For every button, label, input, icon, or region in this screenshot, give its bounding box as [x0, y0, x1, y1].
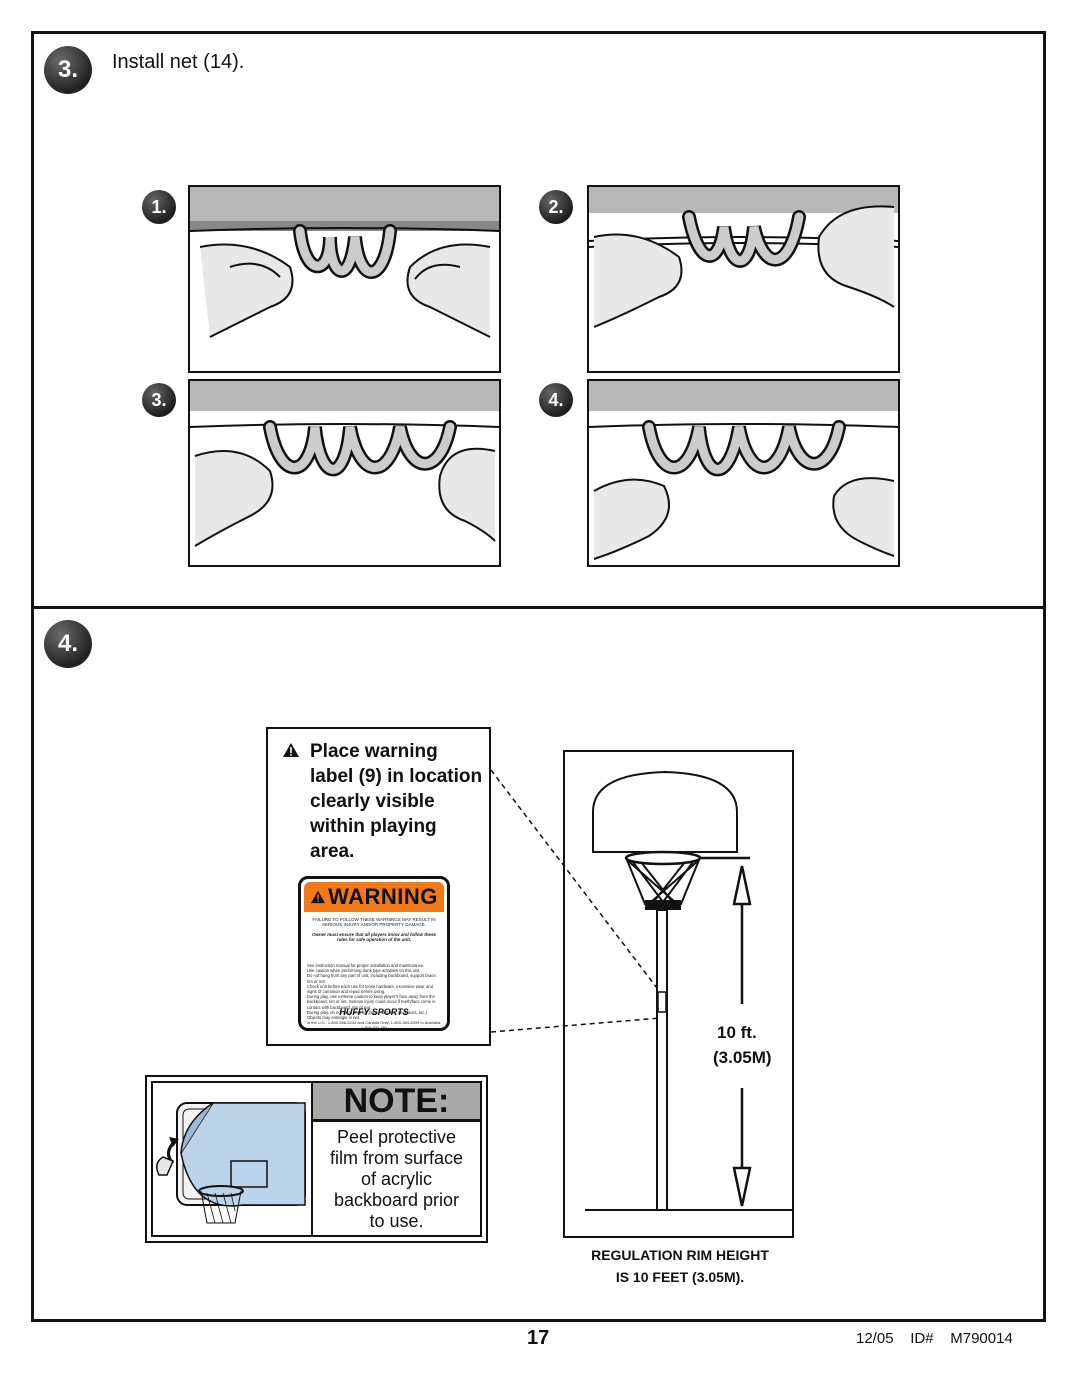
substep-3-number: 3.: [142, 383, 176, 417]
net-install-panel-3: [188, 379, 501, 567]
warning-items: See instruction manual for proper instal…: [307, 963, 441, 1020]
substep-4-number: 4.: [539, 383, 573, 417]
document-id: 12/05 ID# M790014: [856, 1330, 1013, 1347]
section-divider: [31, 606, 1046, 609]
note-line: film from surface: [329, 1148, 464, 1168]
backboard-film-illustration: [153, 1083, 313, 1235]
net-install-panel-1: [188, 185, 501, 373]
step-3-title: Install net (14).: [112, 51, 245, 73]
net-hooking-illustration: [589, 187, 898, 328]
basketball-hoop-illustration: [585, 770, 792, 1211]
substep-1-number: 1.: [142, 190, 176, 224]
backboard-peel-icon: [156, 1102, 306, 1224]
footer-id-label: ID#: [910, 1330, 934, 1347]
warning-line-1: FAILURE TO FOLLOW THESE WARNINGS MAY RES…: [312, 917, 436, 928]
rim-height-meters: (3.05M): [713, 1048, 772, 1067]
footer-date: 12/05: [856, 1330, 894, 1347]
rim-height-caption: REGULATION RIM HEIGHT IS 10 FEET (3.05M)…: [540, 1244, 820, 1288]
footer-id-value: M790014: [950, 1330, 1013, 1347]
net-install-panel-4: [587, 379, 900, 567]
note-header: NOTE:: [313, 1082, 480, 1122]
warning-header-text: WARNING: [328, 884, 438, 909]
step-4-number: 4.: [44, 620, 92, 668]
page-frame: [31, 31, 1046, 1322]
warning-triangle-icon: [283, 743, 299, 757]
warning-placement-box: Place warning label (9) in location clea…: [266, 727, 491, 1046]
warning-label: WARNING FAILURE TO FOLLOW THESE WARNINGS…: [298, 876, 450, 1031]
placement-instruction: Place warning label (9) in location clea…: [310, 741, 483, 862]
warning-item: See instruction manual for proper instal…: [307, 963, 425, 968]
warning-phone: In the U.S.: 1-800-558-5234 and Canada O…: [306, 1020, 442, 1030]
note-line: of acrylic: [360, 1169, 432, 1189]
caption-line-1: REGULATION RIM HEIGHT: [591, 1247, 769, 1263]
net-install-panel-2: [587, 185, 900, 373]
warning-item: Use caution when performing dunk type ac…: [307, 968, 421, 974]
warning-item: Do not hang from any part of unit, inclu…: [307, 973, 437, 984]
note-line: to use.: [369, 1211, 424, 1231]
rim-height-diagram: [563, 750, 794, 1238]
net-hooking-illustration: [190, 187, 499, 338]
warning-triangle-icon: [311, 890, 326, 904]
note-line: backboard prior: [333, 1190, 460, 1210]
warning-line-2: Owner must ensure that all players know …: [311, 932, 437, 943]
note-line: Peel protective: [336, 1127, 457, 1147]
warning-item: During play, do not wear jewelry (rings,…: [307, 1009, 428, 1021]
substep-2-number: 2.: [539, 190, 573, 224]
note-box: NOTE: Peel protective film from surface …: [145, 1075, 488, 1243]
warning-item: Check unit before each use for loose har…: [307, 983, 433, 995]
note-text: Peel protective film from surface of acr…: [313, 1127, 480, 1232]
warning-header: WARNING: [304, 882, 444, 912]
net-hooking-illustration: [190, 381, 499, 547]
brand-logo: HUFFY SPORTS: [339, 1007, 409, 1017]
page-number: 17: [527, 1327, 550, 1349]
step-3-number: 3.: [44, 46, 92, 94]
caption-line-2: IS 10 FEET (3.05M).: [615, 1269, 745, 1285]
net-hooking-illustration: [589, 381, 898, 560]
rim-height-feet: 10 ft.: [717, 1023, 757, 1042]
warning-item: During play, use extreme caution to keep…: [307, 994, 436, 1010]
